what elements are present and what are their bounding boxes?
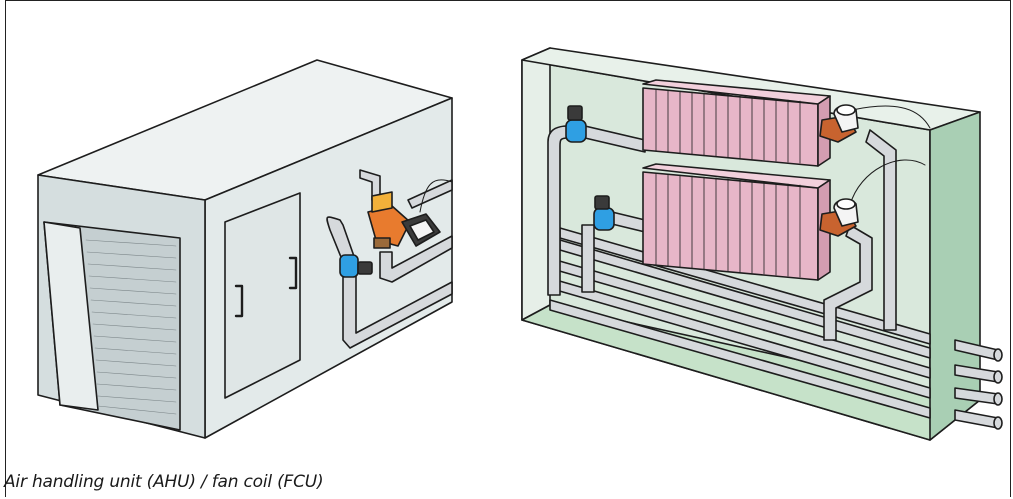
distribution-pipes xyxy=(549,227,931,419)
lockshield-valve-upper xyxy=(565,105,587,143)
louvred-grille xyxy=(43,221,181,431)
left-wall xyxy=(521,47,551,321)
control-valve xyxy=(367,191,441,249)
access-door xyxy=(224,192,301,399)
ahu-wire xyxy=(419,179,453,213)
pipe-ends xyxy=(954,339,1003,430)
thermostatic-valve-upper xyxy=(819,104,859,143)
upper-radiator xyxy=(642,79,831,167)
figure-frame xyxy=(5,0,1011,497)
air-handling-unit xyxy=(37,59,453,439)
balancing-valve xyxy=(339,254,373,278)
lower-radiator xyxy=(642,163,831,281)
valve-actuator xyxy=(401,213,441,247)
thermostatic-valve-lower xyxy=(819,198,859,237)
radiator-room xyxy=(521,47,1003,441)
ahu-pipe-loop xyxy=(326,169,453,349)
figure-caption: Air handling unit (AHU) / fan coil (FCU) xyxy=(4,472,324,492)
actuator-wires xyxy=(849,105,931,206)
lockshield-valve-lower xyxy=(593,195,615,231)
right-risers xyxy=(823,129,897,341)
